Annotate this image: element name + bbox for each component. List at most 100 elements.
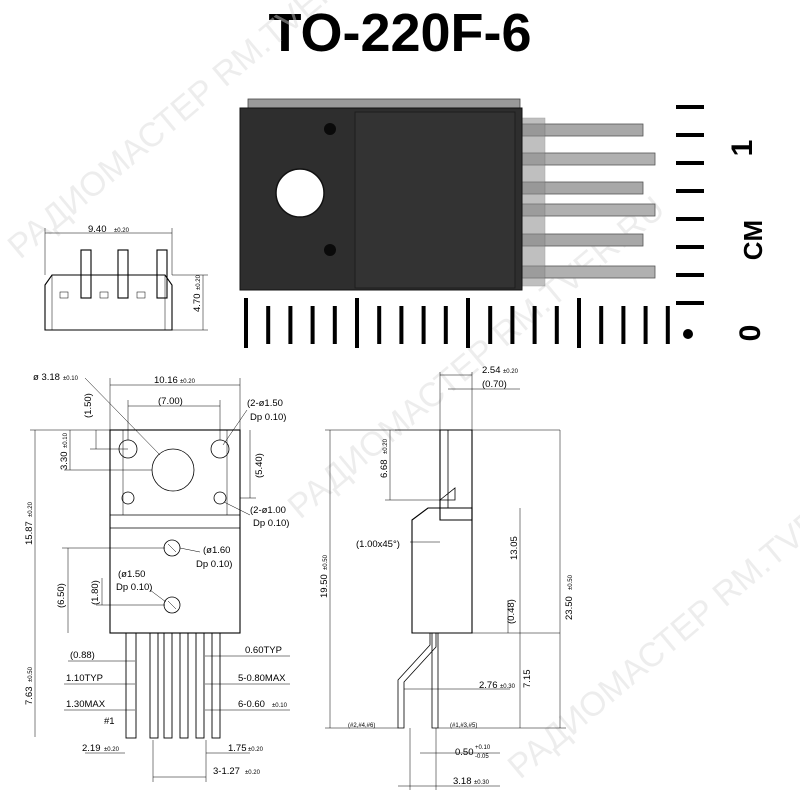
side-offset: 2.76 (479, 680, 498, 691)
front-lead-110: 1.10TYP (66, 673, 103, 684)
front-lower-hole-dp: Dp 0.10) (196, 559, 232, 570)
component-photo (239, 98, 656, 291)
front-lower-hole2: (ø1.50 (118, 569, 145, 580)
front-hole-height-tol: ±0.10 (63, 432, 69, 448)
side-thickness-tol: ±0.20 (503, 369, 519, 375)
side-lead-t-tol-up: +0.10 (475, 745, 491, 751)
front-lead (211, 632, 221, 739)
end-view-width: 9.40 (88, 224, 107, 235)
front-pitch-left-tol: ±0.20 (104, 747, 120, 753)
side-dim-048: (0.48) (506, 599, 517, 624)
end-view-width-tol: ±0.20 (114, 228, 130, 234)
ruler-tick (643, 306, 648, 344)
front-lead (149, 632, 159, 739)
ruler-tick (443, 306, 448, 344)
side-lead-t-tol-dn: -0.05 (475, 754, 489, 760)
ruler-tick (266, 306, 271, 344)
ruler-tick (676, 301, 704, 305)
ruler-tick (676, 133, 704, 137)
mounting-hole (275, 168, 325, 218)
ruler-tick (676, 217, 704, 221)
front-lead-5: 5-0.80MAX (238, 673, 286, 684)
front-pitch-right: 1.75 (228, 743, 247, 754)
front-hole-dia-tol: ±0.10 (63, 376, 79, 382)
ruler-tick (554, 306, 559, 344)
end-view-height-tol: ±0.20 (196, 274, 202, 290)
front-lead-gap: (0.88) (70, 650, 95, 661)
side-overall-tol: ±0.50 (568, 574, 574, 590)
front-dim-650: (6.50) (56, 583, 67, 608)
front-lead-len: 7.63 (24, 687, 35, 706)
side-chamfer: (1.00x45°) (356, 539, 400, 550)
side-pins-135: (#1,#3,#5) (450, 723, 477, 729)
front-lead-130: 1.30MAX (66, 699, 106, 710)
front-width: 10.16 (154, 375, 178, 386)
ruler-tick (599, 306, 604, 344)
front-mid-holes: (2-ø1.00 (250, 505, 286, 516)
side-top-h-tol: ±0.20 (383, 438, 389, 454)
side-body-1305: 13.05 (509, 536, 520, 560)
page-title: TO-220F-6 (268, 3, 532, 63)
front-width-tol: ±0.20 (180, 379, 196, 385)
side-offset-tol: ±0.30 (500, 684, 516, 690)
front-dim-180: (1.80) (90, 580, 101, 605)
watermark-text-3: РАДИОМАСТЕР RM.TVER.RU (501, 449, 800, 786)
front-lead-w-typ: 0.60TYP (245, 645, 282, 656)
front-pin1-label: #1 (104, 716, 115, 727)
front-lead (179, 632, 189, 739)
front-body-height-tol: ±0.20 (28, 501, 34, 517)
front-lower-hole: (ø1.60 (203, 545, 230, 556)
front-lead (195, 632, 205, 739)
ruler-tick (676, 105, 704, 109)
ruler-tick (532, 306, 537, 344)
ruler-tick (310, 306, 315, 344)
end-view-height: 4.70 (192, 294, 203, 313)
ruler-tick (676, 189, 704, 193)
ruler-tick (676, 161, 704, 165)
front-lead-6: 6-0.60 (238, 699, 265, 710)
side-foot-tol: ±0.30 (474, 780, 490, 786)
ruler-tick (676, 273, 704, 277)
front-lead (163, 632, 173, 739)
side-top-h: 6.68 (379, 460, 390, 479)
front-pitch-left: 2.19 (82, 743, 101, 754)
front-top-pin-holes: (2-ø1.50 (247, 398, 283, 409)
ruler (244, 105, 704, 348)
side-total-h: 19.50 (319, 574, 330, 598)
ruler-tick (488, 306, 493, 344)
front-pitch-main-tol: ±0.20 (245, 770, 261, 776)
front-top-pin-holes-dp: Dp 0.10) (250, 412, 286, 423)
front-lead (125, 632, 137, 739)
side-dim-715: 7.15 (522, 670, 533, 689)
end-view: 9.40 ±0.20 4.70 ±0.20 (44, 224, 208, 331)
ruler-tick (377, 306, 382, 344)
ruler-tick (676, 245, 704, 249)
ruler-tick (621, 306, 626, 344)
front-lead-len-tol: ±0.50 (28, 666, 34, 682)
front-pitch-right-tol: ±0.20 (248, 747, 264, 753)
front-lower-hole2-dp: Dp 0.10) (116, 582, 152, 593)
side-total-h-tol: ±0.50 (323, 554, 329, 570)
front-hole-dia: ø 3.18 (33, 372, 60, 383)
ruler-tick (466, 298, 470, 348)
ruler-tick (355, 298, 359, 348)
front-view: 10.16 ±0.20 (7.00) ø 3.18 ±0.10 (1.50) (… (24, 372, 290, 782)
front-upper-span: (5.40) (254, 453, 265, 478)
front-pitch-main: 3-1.27 (213, 766, 240, 777)
front-lead-6-tol: ±0.10 (272, 703, 288, 709)
ruler-tick (577, 298, 581, 348)
ruler-label-cm: CM (738, 220, 768, 260)
ruler-label-zero: 0 (734, 325, 767, 342)
ruler-tick (421, 306, 426, 344)
ruler-tick (244, 298, 248, 348)
front-hole-offset: (1.50) (83, 393, 94, 418)
ruler-tick (665, 306, 670, 344)
ruler-tick (399, 306, 404, 344)
ruler-tick (332, 306, 337, 344)
side-lead-t: 0.50 (455, 747, 474, 758)
front-body-height: 15.87 (24, 521, 35, 545)
side-thin: (0.70) (482, 379, 507, 390)
front-hole-spacing: (7.00) (158, 396, 183, 407)
ruler-label-one: 1 (726, 140, 759, 157)
